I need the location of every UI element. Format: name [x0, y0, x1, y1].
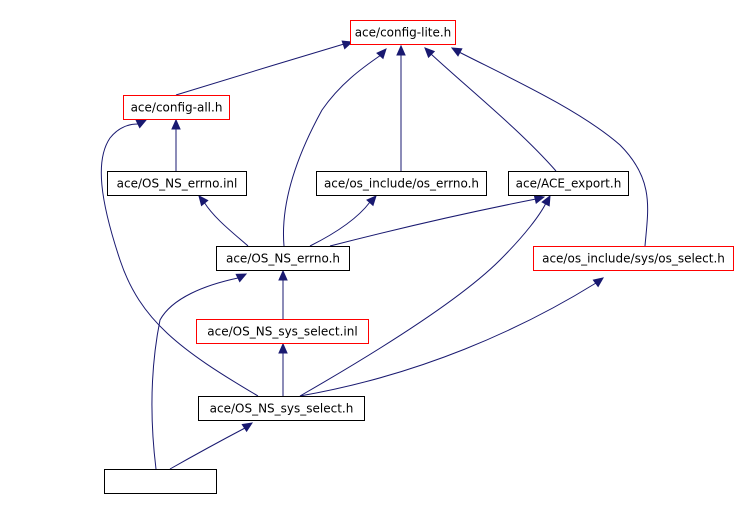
- node-box[interactable]: [196, 319, 369, 344]
- edge-os_ns_errno_inl-to-config_all: [171, 118, 181, 171]
- edge-os_ns_errno_h-to-os_ns_errno_inl: [198, 195, 249, 247]
- node-box[interactable]: [350, 20, 456, 45]
- edge-arrowhead: [366, 195, 377, 207]
- edge-arrowhead: [376, 48, 387, 60]
- node-label[interactable]: ace/config-all.h: [131, 101, 223, 115]
- edge-line: [169, 427, 246, 470]
- node-box[interactable]: [123, 95, 230, 120]
- node-label[interactable]: ace/os_include/os_errno.h: [324, 177, 479, 191]
- edge-line: [299, 202, 547, 397]
- edges-layer: [100, 40, 649, 470]
- edge-os_ns_sys_select_h-to-os_ns_sys_select_inl: [278, 342, 288, 396]
- edge-os_ns_errno_h-to-os_include_errno: [309, 195, 377, 247]
- edge-os_include_errno-to-config_lite: [396, 44, 406, 171]
- edge-line: [282, 54, 382, 247]
- edge-arrowhead: [341, 40, 354, 50]
- edge-line: [430, 53, 557, 172]
- node-os-ns-sys-select-h[interactable]: ace/OS_NS_sys_select.h: [198, 396, 365, 421]
- edge-line: [329, 198, 537, 247]
- node-box[interactable]: [316, 171, 487, 196]
- edge-arrowhead: [533, 194, 546, 204]
- edge-iostream_t_inl-to-os_ns_sys_select_h: [169, 422, 254, 470]
- node-config-lite[interactable]: ace/config-lite.h: [350, 20, 456, 45]
- node-box[interactable]: [107, 171, 247, 196]
- node-box[interactable]: [216, 246, 350, 271]
- edge-os_ns_sys_select_h-to-ace_export: [299, 194, 551, 397]
- edge-arrowhead: [592, 277, 604, 288]
- node-os-include-errno[interactable]: ace/os_include/os_errno.h: [316, 171, 487, 196]
- edge-arrowhead: [235, 273, 248, 283]
- node-label[interactable]: ace/OS_NS_errno.h: [226, 252, 340, 266]
- node-os-ns-errno-h[interactable]: ace/OS_NS_errno.h: [216, 246, 350, 271]
- edge-os_ns_errno_h-to-ace_export: [329, 194, 546, 247]
- node-os-ns-errno-inl[interactable]: ace/OS_NS_errno.inl: [107, 171, 247, 196]
- node-label[interactable]: IOStream_T.inl: [117, 475, 203, 489]
- edge-iostream_t_inl-to-os_ns_errno_h: [151, 273, 248, 470]
- node-label[interactable]: ace/OS_NS_sys_select.h: [210, 402, 354, 416]
- node-os-ns-sys-select-inl[interactable]: ace/OS_NS_sys_select.inl: [196, 319, 369, 344]
- node-label[interactable]: ace/os_include/sys/os_select.h: [542, 252, 725, 266]
- edge-line: [151, 277, 239, 470]
- node-ace-export[interactable]: ace/ACE_export.h: [508, 171, 629, 196]
- edge-arrowhead: [278, 269, 288, 281]
- node-label[interactable]: ace/ACE_export.h: [516, 177, 622, 191]
- node-box[interactable]: [508, 171, 629, 196]
- edge-line: [309, 201, 371, 247]
- edge-arrowhead: [198, 195, 209, 207]
- edge-config_all-to-config_lite: [175, 40, 354, 96]
- edge-arrowhead: [241, 422, 254, 433]
- node-box[interactable]: [104, 469, 217, 494]
- node-iostream-t-inl[interactable]: IOStream_T.inl: [104, 469, 217, 494]
- edge-arrowhead: [424, 47, 436, 59]
- node-box[interactable]: [533, 246, 734, 271]
- edge-os_select-to-config_lite: [450, 47, 649, 247]
- edge-line: [175, 43, 345, 96]
- edge-arrowhead: [171, 118, 181, 130]
- node-config-all[interactable]: ace/config-all.h: [123, 95, 230, 120]
- node-box[interactable]: [198, 396, 365, 421]
- edge-line: [299, 282, 597, 397]
- edge-arrowhead: [450, 47, 463, 57]
- node-label[interactable]: ace/config-lite.h: [355, 26, 452, 40]
- edge-arrowhead: [135, 119, 148, 129]
- edge-line: [458, 51, 649, 247]
- edge-os_ns_sys_select_h-to-os_select: [299, 277, 604, 397]
- node-label[interactable]: ace/OS_NS_errno.inl: [117, 177, 238, 191]
- edge-arrowhead: [541, 194, 551, 207]
- edge-line: [203, 201, 249, 247]
- node-label[interactable]: ace/OS_NS_sys_select.inl: [207, 325, 357, 339]
- edge-ace_export-to-config_lite: [424, 47, 557, 172]
- edge-os_ns_sys_select_inl-to-os_ns_errno_h: [278, 269, 288, 319]
- edge-os_ns_errno_h-to-config_lite: [282, 48, 387, 247]
- edge-line: [100, 123, 259, 397]
- edge-arrowhead: [396, 44, 406, 56]
- node-os-select[interactable]: ace/os_include/sys/os_select.h: [533, 246, 734, 271]
- edge-os_ns_sys_select_h-to-config_all: [100, 119, 259, 397]
- edge-arrowhead: [278, 342, 288, 354]
- nodes-layer: ace/config-lite.h ace/config-all.h ace/OS_…: [104, 20, 734, 494]
